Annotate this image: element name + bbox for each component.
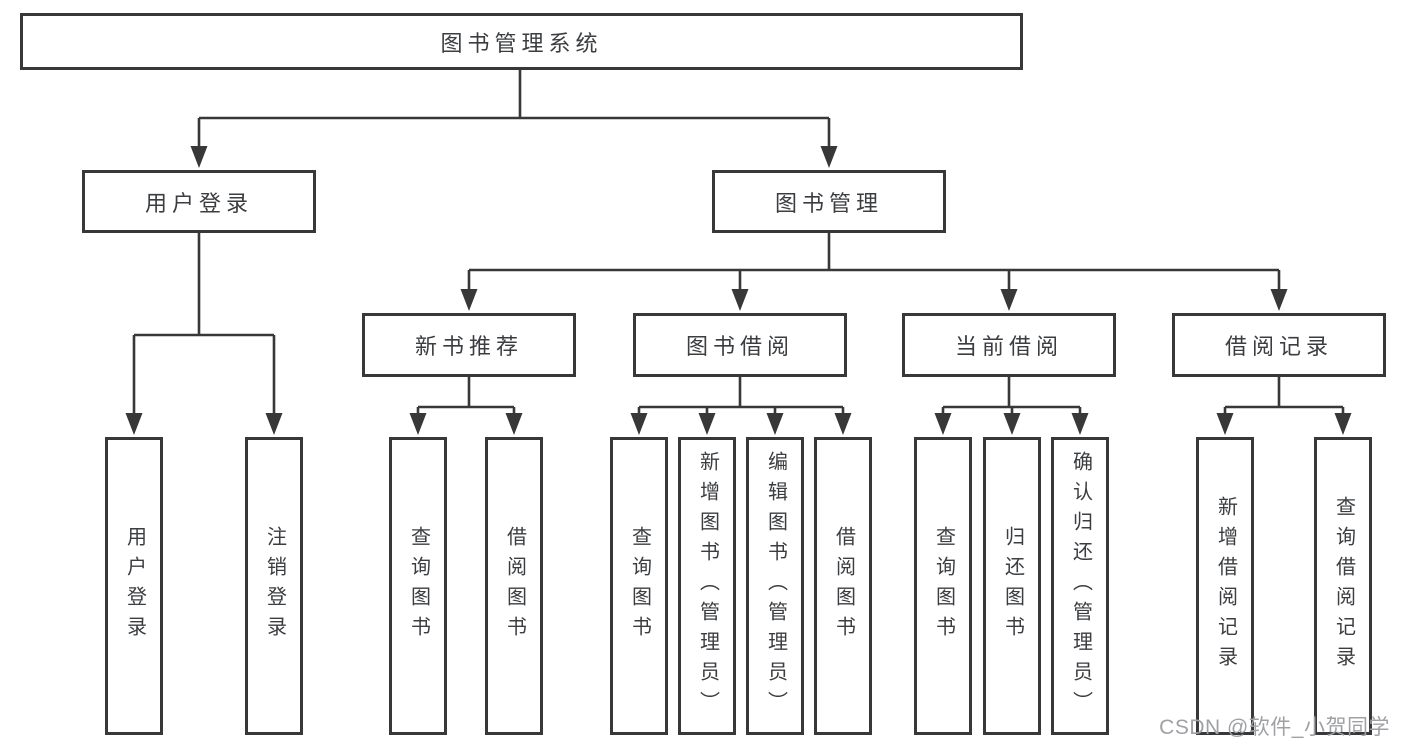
node-leaf-query-borrow-record: 查询借阅记录	[1314, 437, 1372, 735]
node-leaf-query-books-recommend: 查询图书	[389, 437, 447, 735]
node-leaf-query-books-current: 查询图书	[914, 437, 972, 735]
node-new-book-recommend: 新书推荐	[362, 313, 576, 377]
node-leaf-confirm-return-admin: 确认归还（管理员）	[1051, 437, 1109, 735]
node-book-management: 图书管理	[712, 170, 946, 233]
node-leaf-logout: 注销登录	[245, 437, 303, 735]
node-current-borrowing: 当前借阅	[902, 313, 1116, 377]
node-library-management-system: 图书管理系统	[20, 13, 1023, 70]
node-book-borrowing: 图书借阅	[633, 313, 847, 377]
node-leaf-add-books-admin: 新增图书（管理员）	[678, 437, 736, 735]
node-leaf-return-books: 归还图书	[983, 437, 1041, 735]
csdn-watermark: CSDN @软件_小贺同学	[1159, 716, 1390, 739]
node-leaf-query-books-borrowing: 查询图书	[610, 437, 668, 735]
node-leaf-user-login: 用户登录	[105, 437, 163, 735]
node-leaf-borrow-books-recommend: 借阅图书	[485, 437, 543, 735]
node-leaf-borrow-books-borrowing: 借阅图书	[814, 437, 872, 735]
node-user-login: 用户登录	[82, 170, 316, 233]
node-leaf-edit-books-admin: 编辑图书（管理员）	[746, 437, 804, 735]
arrowheads	[125, 146, 1352, 435]
node-borrow-records: 借阅记录	[1172, 313, 1386, 377]
node-leaf-add-borrow-record: 新增借阅记录	[1196, 437, 1254, 735]
